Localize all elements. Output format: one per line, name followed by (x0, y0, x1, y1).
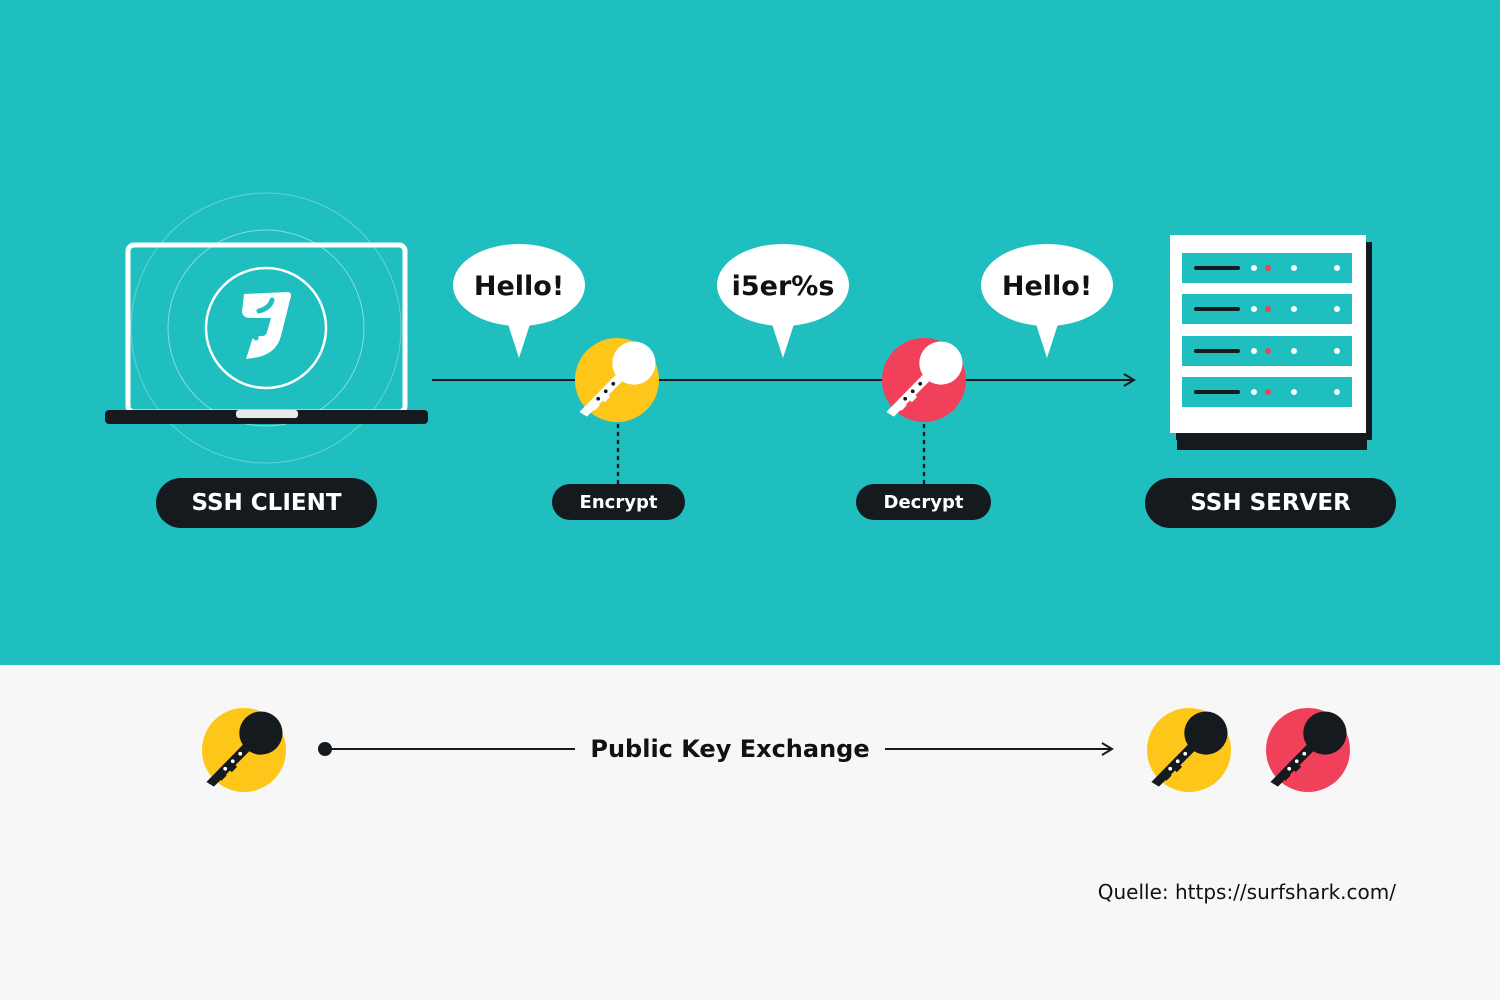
ssh-server-label: SSH SERVER (1145, 478, 1396, 528)
server-icon (1170, 235, 1372, 450)
speech-bubble: Hello! (981, 244, 1113, 358)
decrypt-key-icon (882, 338, 966, 422)
speech-bubble: Hello! (453, 244, 585, 358)
bubble-text: i5er%s (732, 271, 835, 302)
ssh-client-label: SSH CLIENT (156, 478, 377, 528)
server-private-key-icon (1266, 708, 1350, 792)
bubble-text: Hello! (474, 271, 564, 302)
decrypt-label: Decrypt (856, 484, 991, 520)
encrypt-key-icon (575, 338, 659, 422)
bubble-text: Hello! (1002, 271, 1092, 302)
server-public-key-icon (1147, 708, 1231, 792)
client-key-icon (202, 708, 286, 792)
encrypt-label: Encrypt (552, 484, 685, 520)
speech-bubble: i5er%s (717, 244, 849, 358)
surfshark-logo-icon (242, 292, 291, 359)
source-credit: Quelle: https://surfshark.com/ (1097, 880, 1396, 904)
public-key-exchange-label: Public Key Exchange (575, 728, 885, 770)
laptop-icon (105, 192, 428, 464)
